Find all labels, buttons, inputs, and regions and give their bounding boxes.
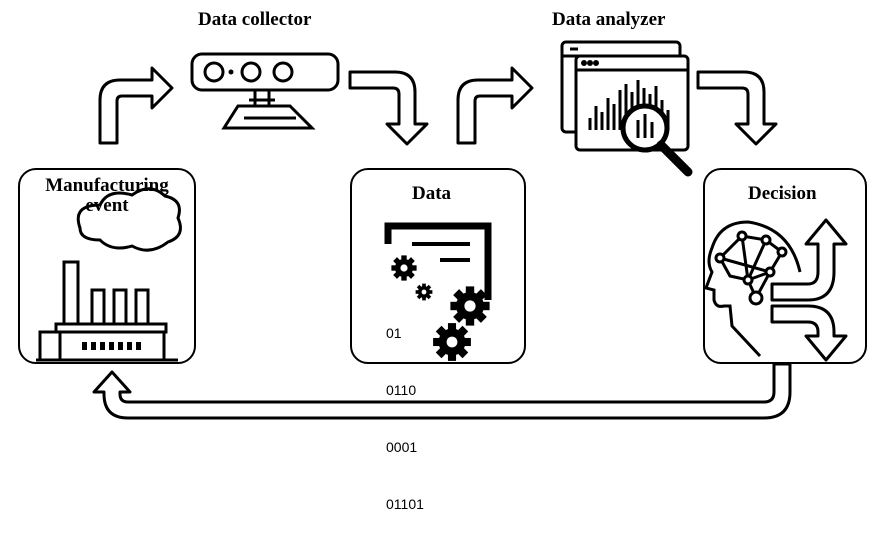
- sensor-device-icon: [190, 52, 340, 130]
- data-collector-label: Data collector: [198, 9, 312, 30]
- manufacturing-event-line1: Manufacturing: [45, 175, 169, 196]
- binary-text: 01 0110 0001 01101: [386, 286, 424, 533]
- binary-line: 01: [386, 325, 402, 341]
- document-gears-icon: [384, 222, 492, 361]
- binary-line: 0001: [386, 439, 418, 455]
- manufacturing-event-line2: event: [85, 194, 129, 216]
- data-label: Data: [412, 183, 452, 204]
- factory-icon: [36, 187, 182, 362]
- binary-line: 0110: [386, 382, 417, 398]
- split-arrows-icon: [770, 218, 848, 362]
- curved-arrow-icon: [456, 66, 534, 145]
- head-network-icon: [704, 220, 802, 358]
- manufacturing-event-label: Manufacturing event: [24, 176, 190, 216]
- binary-line: 01101: [386, 496, 424, 512]
- data-analyzer-label: Data analyzer: [552, 9, 666, 30]
- curved-arrow-icon: [98, 66, 174, 145]
- curved-arrow-icon: [348, 70, 429, 146]
- dashboard-magnifier-icon: [560, 40, 693, 177]
- decision-label: Decision: [748, 183, 817, 204]
- curved-arrow-icon: [92, 362, 792, 420]
- curved-arrow-icon: [696, 70, 778, 146]
